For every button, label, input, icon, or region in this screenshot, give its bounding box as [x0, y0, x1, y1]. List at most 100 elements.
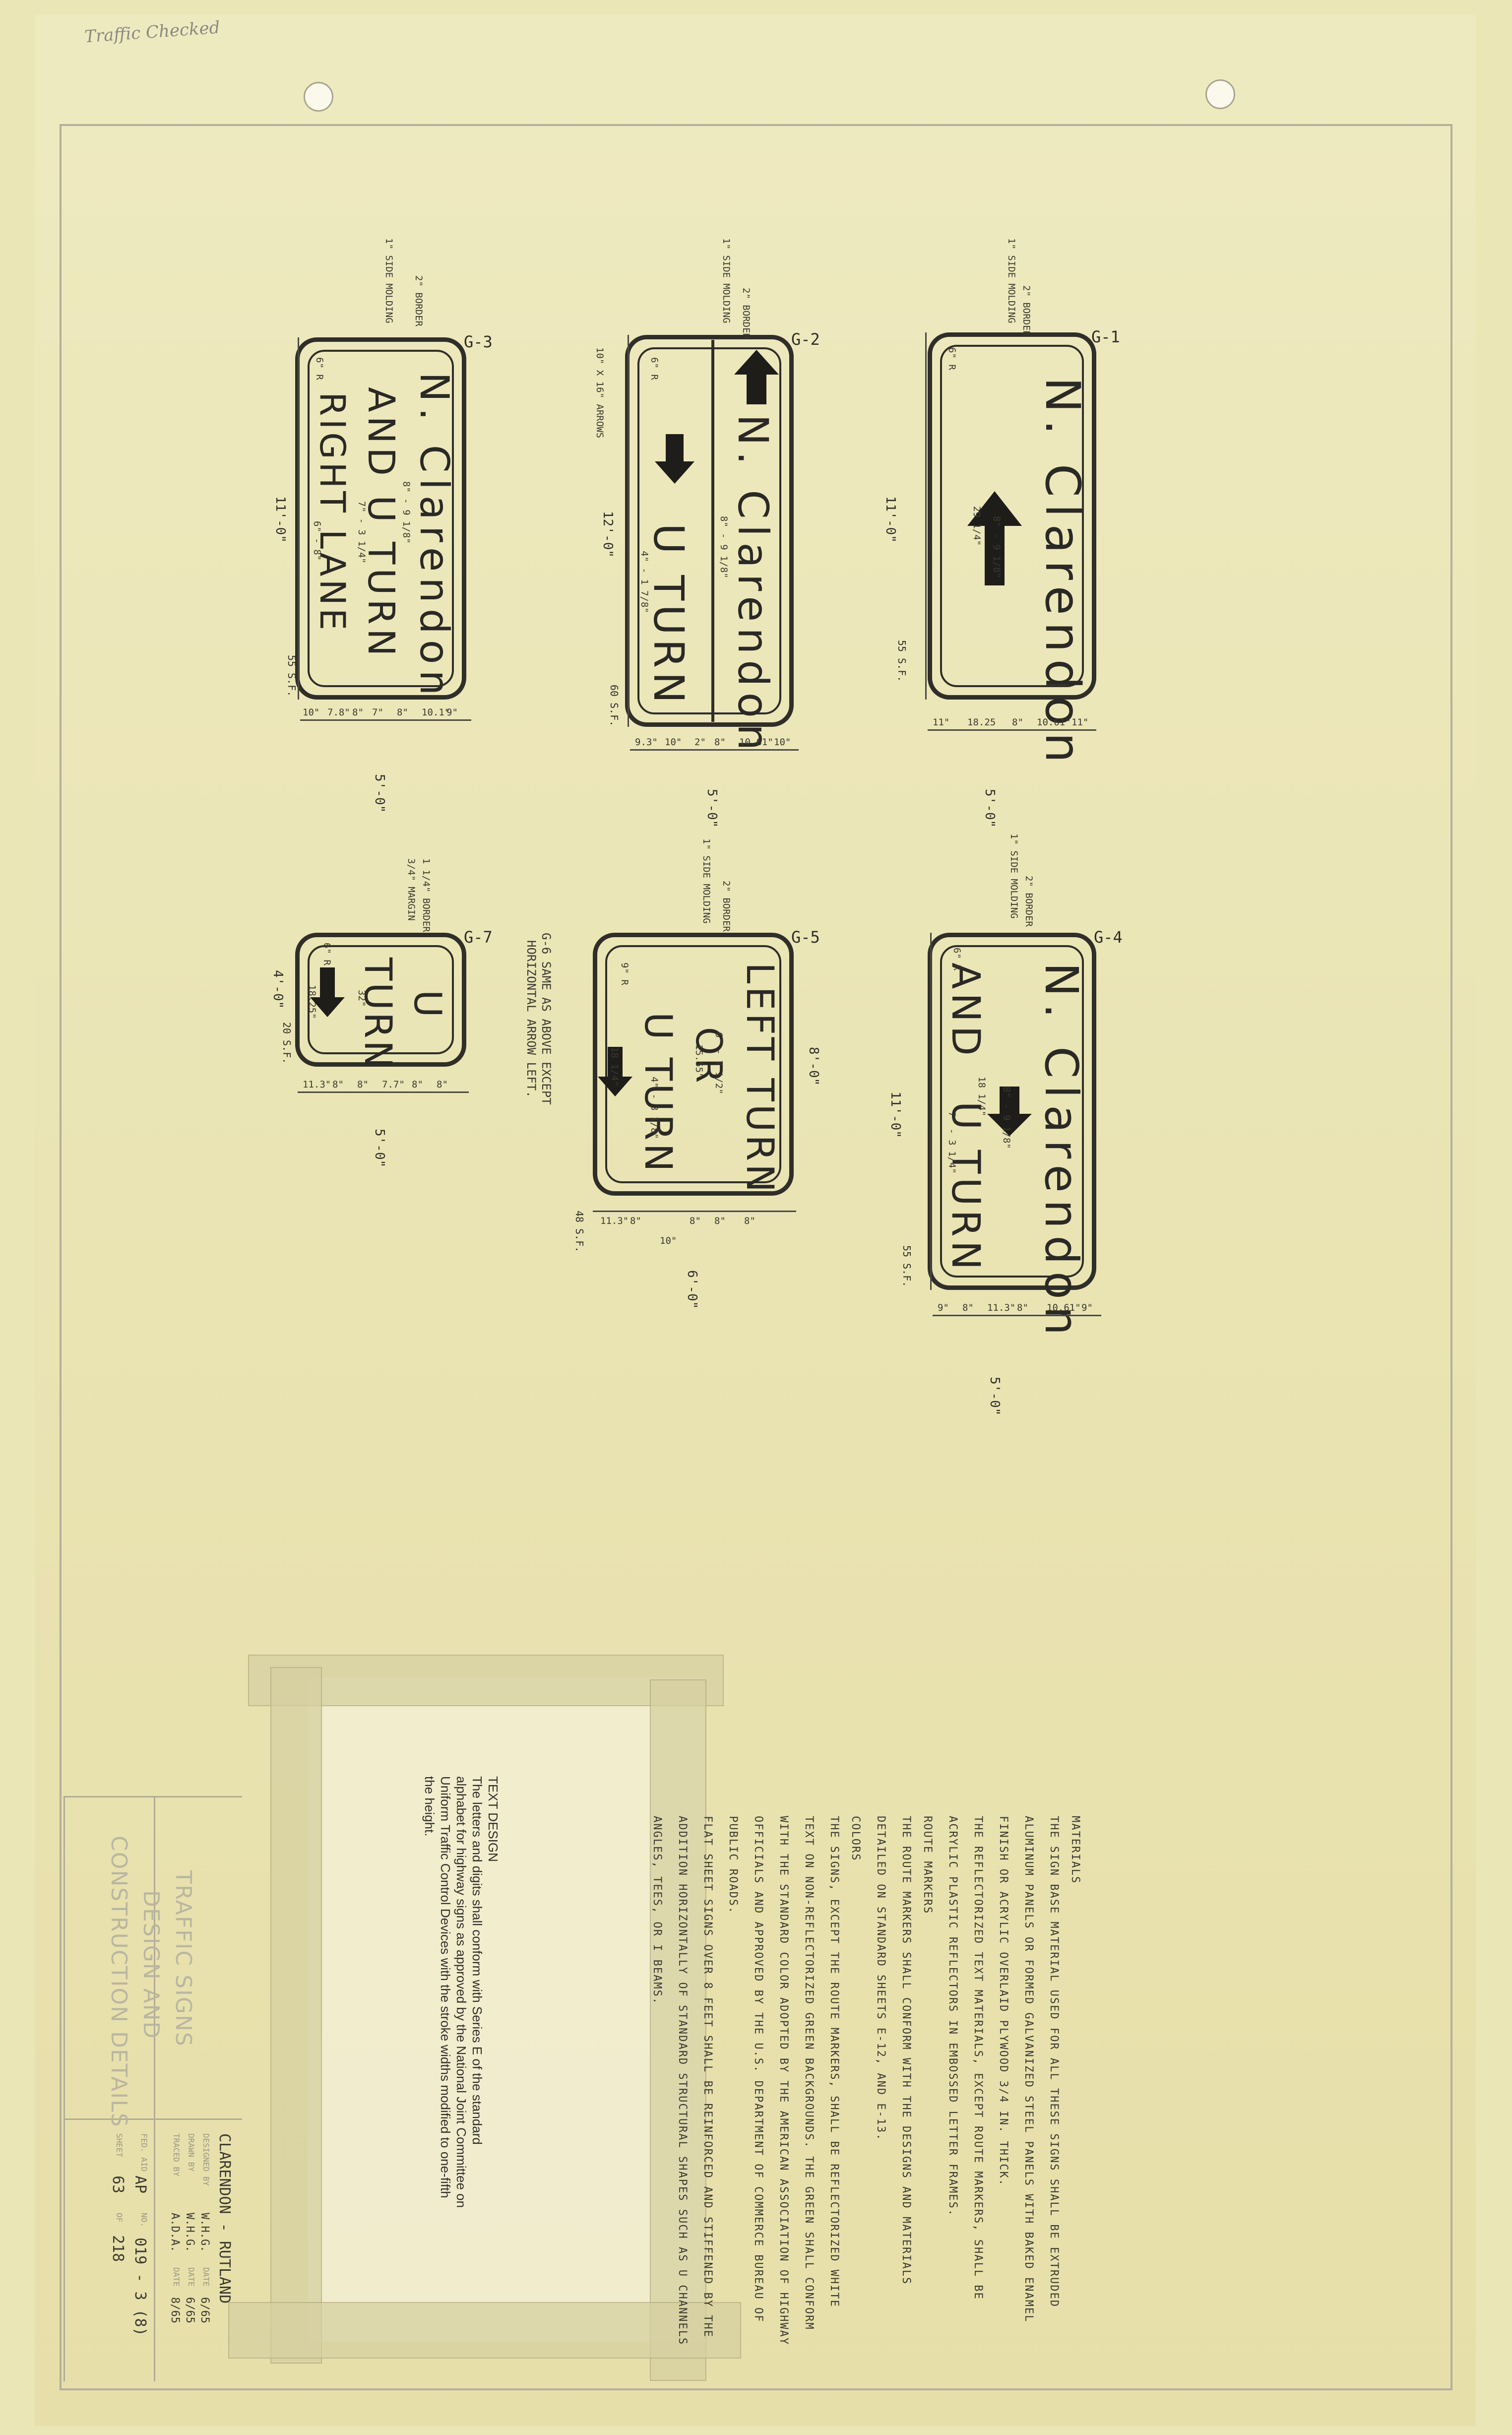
sign-g3-molding-label: 1" SIDE MOLDING [383, 238, 394, 323]
traced-by: A.D.A. [169, 2213, 181, 2252]
sign-g1-letter-height: 8" - 9 1/8" [991, 516, 1002, 578]
sign-g3-tag: G-3 [464, 332, 493, 351]
fed-aid: AP [131, 2176, 149, 2194]
sign-g5-dim-1: 8" [630, 1216, 641, 1226]
sign-g1-dim-1: 18.25 [967, 717, 996, 728]
sign-g7-tag: G-7 [464, 928, 493, 947]
colors-line: TEXT ON NON-REFLECTORIZED GREEN BACKGROU… [803, 1816, 815, 2330]
total-sheets: 218 [109, 2235, 126, 2262]
sign-g7-dim-0: 11.3" [303, 1079, 331, 1090]
sign-g5-border-label: 2" BORDER [721, 881, 732, 932]
sign-g3-dim-1: 7.8" [327, 707, 350, 718]
sign-g3-dim-3: 7" [372, 707, 383, 718]
sign-g4: N. Clarendon AND U TURN [928, 933, 1096, 1342]
sign-g7-dim-5: 8" [437, 1079, 448, 1090]
text-design-line: Uniform Traffic Control Devices with the… [438, 1776, 453, 2198]
sign-g1-radius: 6" R [946, 347, 957, 370]
sign-g3-width: 5'-0" [372, 774, 387, 813]
designed-by: W.H.G. [198, 2213, 211, 2252]
sign-g5-letter-height-1: 6" - 7 1/2" [713, 1032, 724, 1094]
sign-g1-dim-0: 11" [933, 717, 950, 728]
sign-g5-dim-0: 11.3" [600, 1216, 629, 1226]
dimension-line [593, 1211, 796, 1212]
sign-g2-molding-label: 1" SIDE MOLDING [721, 238, 732, 323]
punch-hole-left [304, 82, 333, 112]
materials-line: ACRYLIC PLASTIC REFLECTORS IN EMBOSSED L… [946, 1816, 959, 2217]
sign-g1-area: 55 S.F. [896, 640, 908, 682]
sign-g1-dim-4: 11" [1071, 717, 1089, 728]
sign-g4-molding-label: 1" SIDE MOLDING [1008, 833, 1019, 919]
dimension-line [930, 933, 932, 1290]
sign-g4-dim-3: 8" [1017, 1302, 1028, 1313]
sign-g1-width: 5'-0" [982, 789, 997, 828]
route-markers-line: THE ROUTE MARKERS SHALL CONFORM WITH THE… [900, 1816, 912, 2285]
sign-g7-width: 5'-0" [372, 1129, 387, 1168]
general-notes: MATERIALS THE SIGN BASE MATERIAL USED FO… [638, 1816, 1081, 2346]
sign-g2-dim-5: 10" [774, 737, 791, 748]
sign-g4-line2: AND [943, 962, 988, 1060]
sign-g2-height: 12'-0" [600, 511, 615, 558]
sign-g2-dim-3: 8" [714, 737, 726, 748]
project-name: CLARENDON - RUTLAND [216, 2133, 233, 2304]
sign-g5-letter-height-2: 4" - 3 1/8" [649, 1077, 660, 1139]
sign-g1-dim-3: 10.61" [1037, 717, 1071, 728]
sign-g7-dim-2: 8" [357, 1079, 369, 1090]
sign-g7: U TURN [295, 933, 466, 1071]
sign-g2-uturn: U TURN [644, 523, 693, 707]
sign-g5-arrow-dim-2: 15.55" [693, 1044, 704, 1079]
sign-g7-dim-1: 8" [332, 1079, 344, 1090]
dimension-line [628, 335, 629, 727]
sign-g2-border-label: 2" BORDER [741, 288, 752, 339]
drawn-by: W.H.G. [184, 2213, 196, 2252]
sign-g4-dim-0: 9" [938, 1302, 949, 1313]
sign-g4-dim-4: 10.61" [1047, 1302, 1081, 1313]
sign-g7-line1: U [406, 990, 450, 1018]
punch-hole-right [1205, 79, 1235, 109]
sign-g3-border-label: 2" BORDER [413, 275, 424, 326]
tape-strip [270, 1667, 322, 2364]
sign-g4-radius: 6" R [951, 948, 962, 970]
sign-g1-border-label: 2" BORDER [1021, 285, 1032, 336]
sign-g5-area: 48 S.F. [573, 1211, 585, 1253]
dimension-line [933, 1315, 1101, 1316]
dimension-line [300, 719, 471, 721]
sign-g1-dim-2: 8" [1012, 717, 1023, 728]
sign-g2: N. Clarendon U TURN [625, 335, 794, 756]
sign-g4-destination: N. Clarendon [1035, 962, 1088, 1343]
sign-g1-height: 11'-0" [883, 496, 898, 543]
arrow-down-icon [310, 967, 345, 1017]
sign-g7-dim-3: 7.7" [382, 1079, 405, 1090]
flat-sheet-line: ANGLES, TEES, OR I BEAMS. [651, 1816, 663, 2005]
sign-g3-letter-height-2: 7" - 3 1/4" [356, 501, 367, 564]
sign-g6-note-2: HORIZONTAL ARROW LEFT. [524, 940, 538, 1098]
sign-g2-destination: N. Clarendon [729, 414, 777, 757]
traced-label: TRACED BY [172, 2133, 181, 2177]
title-line-1: TRAFFIC SIGNS [171, 1870, 196, 2047]
pasted-paper-patch [308, 1677, 704, 2342]
text-design-line: The letters and digits shall conform wit… [470, 1776, 485, 2145]
sign-g3-radius: 6" R [314, 357, 325, 380]
sign-g2-tag: G-2 [791, 330, 820, 349]
sign-g3-dim-0: 10" [303, 707, 320, 718]
arrow-left-icon [967, 491, 1022, 585]
materials-line: THE REFLECTORIZED TEXT MATERIALS, EXCEPT… [972, 1816, 984, 2300]
flat-sheet-line: FLAT SHEET SIGNS OVER 8 FEET SHALL BE RE… [701, 1816, 714, 2338]
sign-g5-width: 6'-0" [685, 1270, 699, 1309]
sign-g5-line1: LEFT TURN [738, 962, 782, 1196]
title-block [63, 1796, 244, 2381]
dimension-line [630, 749, 799, 751]
drawn-date-label: DATE [187, 2267, 196, 2287]
sign-g7-border-label: 1 1/4" BORDER [421, 858, 432, 932]
colors-line: WITH THE STANDARD COLOR ADOPTED BY THE A… [777, 1816, 790, 2346]
sign-g2-width: 5'-0" [704, 789, 719, 828]
sign-g7-line2: TURN [356, 958, 400, 1071]
sign-g1-arrow-dim: 29 1/4" [971, 506, 982, 546]
sign-g7-radius: 6" R [321, 943, 332, 965]
sign-g3-dim-4: 8" [397, 707, 408, 718]
sign-g5-molding-label: 1" SIDE MOLDING [701, 838, 712, 924]
sign-g7-letter-height: 32" [356, 990, 367, 1007]
sheet-border [60, 124, 1452, 2390]
sign-g3-area: 55 S.F. [286, 655, 298, 697]
dimension-line [298, 337, 299, 700]
materials-heading: MATERIALS [1069, 1816, 1081, 1884]
